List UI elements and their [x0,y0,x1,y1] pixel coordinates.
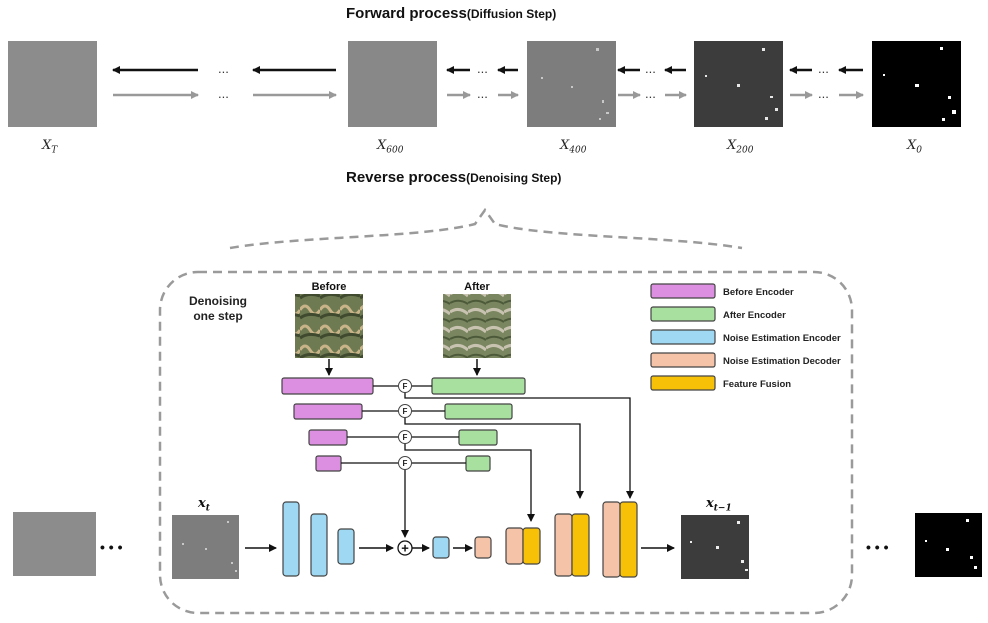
image-x-0-speckles [883,47,956,121]
svg-text:...: ... [818,86,829,101]
denoising-step-container [158,270,854,615]
legend-label: After Encoder [723,310,786,321]
feature-fusion-blocks [522,501,638,578]
before-encoder-blocks [281,377,374,472]
bottom-image-noise [13,512,96,576]
label-x-T: XT [42,138,58,156]
svg-text:...: ... [218,61,229,76]
add-node-symbol: + [401,541,409,556]
fusion-nodes [398,379,412,470]
image-x-400-speckles [541,48,609,120]
reverse-process-title: Reverse process(Denoising Step) [346,169,561,186]
after-label: After [464,281,490,293]
legend-label: Before Encoder [723,287,794,298]
legend-label: Noise Estimation Decoder [723,356,841,367]
after-encoder-blocks [431,377,526,472]
svg-text:...: ... [645,86,656,101]
label-x-t-minus-1: xt−1 [706,496,732,514]
encoder-fusion-links [341,385,466,464]
svg-text:...: ... [477,86,488,101]
decoder-first-block [474,536,492,559]
fusion-node-labels: F F F F [403,382,408,468]
svg-text:...: ... [477,61,488,76]
legend-swatch [650,283,716,299]
before-label: Before [312,281,347,293]
label-x-400: X400 [560,138,587,156]
forward-process-title: Forward process(Diffusion Step) [346,5,556,22]
label-x-200: X200 [727,138,754,156]
svg-text:F: F [403,382,408,391]
image-x-t [172,515,239,579]
forward-title-main: Forward process [346,5,467,22]
svg-text:F: F [403,433,408,442]
legend-label: Noise Estimation Encoder [723,333,841,344]
image-to-encoder-arrows [325,359,481,376]
svg-text:...: ... [645,61,656,76]
reverse-title-paren: (Denoising Step) [466,171,562,185]
dashed-brace [229,207,743,250]
label-x-t: xt [198,496,210,514]
reverse-title-main: Reverse process [346,169,467,186]
bottleneck-block [432,536,450,559]
denoising-caption-line2: one step [193,309,242,323]
noise-estimation-encoder-blocks [282,501,355,577]
svg-text:...: ... [218,86,229,101]
image-x-t-minus-1 [681,515,749,579]
image-x-600 [348,41,437,127]
forward-ellipses: ... ... ... ... ... ... ... ... [218,61,829,101]
bottom-ellipsis-right: • • • [866,539,889,555]
forward-title-paren: (Diffusion Step) [466,7,557,21]
legend-swatch [650,352,716,368]
bottom-ellipsis-left: • • • [100,539,123,555]
bottom-image-clean [915,513,982,577]
image-x-t-minus-1-speckles [690,521,748,571]
image-x-T [8,41,97,127]
label-x-0: X0 [907,138,922,156]
legend-swatch [650,375,716,391]
denoising-caption-line1: Denoising [189,294,247,308]
legend-swatch [650,306,716,322]
fusion-to-decoder-links [401,392,634,538]
bottom-image-clean-speckles [925,519,977,569]
svg-text:F: F [403,459,408,468]
label-x-600: X600 [377,138,404,156]
after-satellite-image [443,294,511,358]
image-x-t-speckles [182,521,237,572]
image-x-200-speckles [705,48,778,120]
legend-label: Feature Fusion [723,379,791,390]
svg-text:...: ... [818,61,829,76]
legend-swatch [650,329,716,345]
svg-text:F: F [403,407,408,416]
before-satellite-image [295,294,363,358]
noise-estimation-decoder-blocks [505,501,621,578]
image-x-400 [527,41,616,127]
